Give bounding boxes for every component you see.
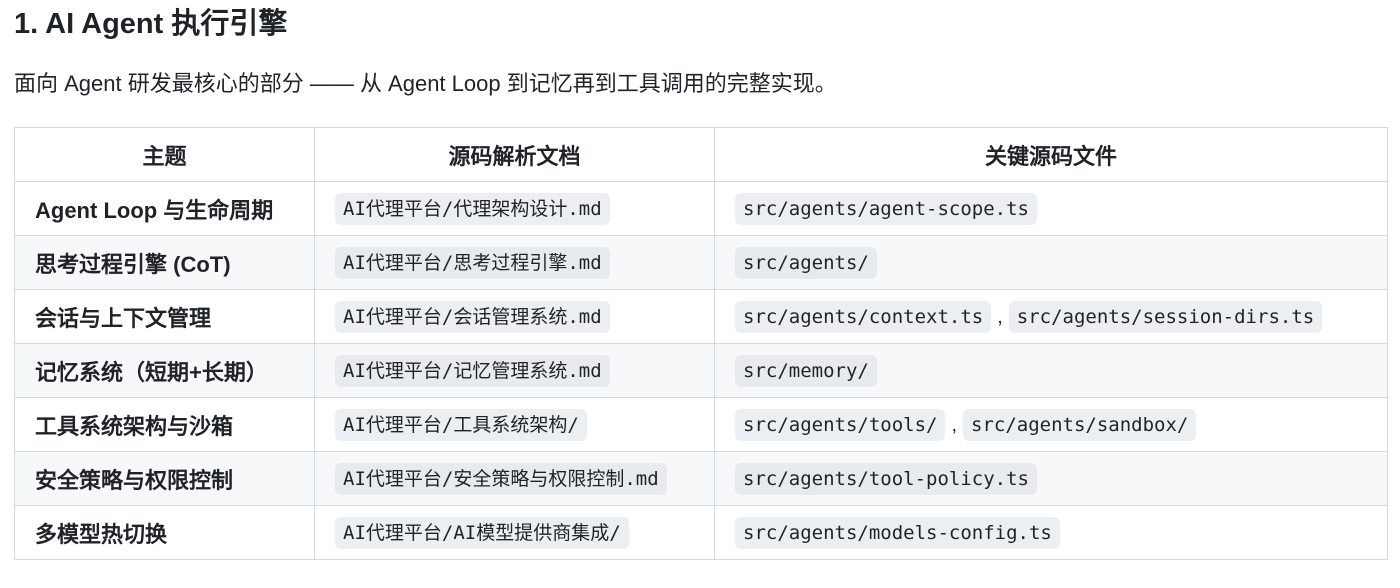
section-lead-paragraph: 面向 Agent 研发最核心的部分 —— 从 Agent Loop 到记忆再到工… <box>14 71 837 96</box>
doc-path-code: AI代理平台/工具系统架构/ <box>335 408 587 441</box>
header-files: 关键源码文件 <box>714 127 1388 182</box>
topic-cell: 会话与上下文管理 <box>14 289 315 344</box>
doc-path-code: AI代理平台/AI模型提供商集成/ <box>335 516 629 549</box>
file-path-code: src/agents/session-dirs.ts <box>1008 300 1323 333</box>
doc-cell: AI代理平台/工具系统架构/ <box>314 397 715 452</box>
doc-cell: AI代理平台/记忆管理系统.md <box>314 343 715 398</box>
table-row: 多模型热切换 AI代理平台/AI模型提供商集成/ src/agents/mode… <box>14 505 1388 560</box>
files-cell: src/agents/tools/,src/agents/sandbox/ <box>714 397 1388 452</box>
doc-cell: AI代理平台/安全策略与权限控制.md <box>314 451 715 506</box>
doc-cell: AI代理平台/AI模型提供商集成/ <box>314 505 715 560</box>
topic-cell: 安全策略与权限控制 <box>14 451 315 506</box>
doc-cell: AI代理平台/代理架构设计.md <box>314 181 715 236</box>
file-path-code: src/agents/ <box>735 246 877 279</box>
topic-cell: 多模型热切换 <box>14 505 315 560</box>
doc-cell: AI代理平台/会话管理系统.md <box>314 289 715 344</box>
topic-cell: Agent Loop 与生命周期 <box>14 181 315 236</box>
file-path-code: src/agents/context.ts <box>735 300 992 333</box>
files-cell: src/agents/models-config.ts <box>714 505 1388 560</box>
file-path-code: src/agents/sandbox/ <box>963 408 1197 441</box>
topic-cell: 记忆系统（短期+长期） <box>14 343 315 398</box>
file-path-code: src/agents/agent-scope.ts <box>735 192 1037 225</box>
source-map-table: 主题 源码解析文档 关键源码文件 Agent Loop 与生命周期 AI代理平台… <box>14 127 1388 560</box>
table-row: 会话与上下文管理 AI代理平台/会话管理系统.md src/agents/con… <box>14 289 1388 344</box>
table-row: 安全策略与权限控制 AI代理平台/安全策略与权限控制.md src/agents… <box>14 451 1388 506</box>
topic-cell: 工具系统架构与沙箱 <box>14 397 315 452</box>
doc-path-code: AI代理平台/思考过程引擎.md <box>335 246 610 279</box>
header-topic: 主题 <box>14 127 315 182</box>
header-doc: 源码解析文档 <box>314 127 715 182</box>
table-header-row: 主题 源码解析文档 关键源码文件 <box>14 127 1388 182</box>
file-separator: , <box>951 413 958 436</box>
doc-cell: AI代理平台/思考过程引擎.md <box>314 235 715 290</box>
files-cell: src/agents/ <box>714 235 1388 290</box>
file-path-code: src/agents/tools/ <box>735 408 946 441</box>
doc-path-code: AI代理平台/记忆管理系统.md <box>335 354 610 387</box>
table-row: Agent Loop 与生命周期 AI代理平台/代理架构设计.md src/ag… <box>14 181 1388 236</box>
table-row: 思考过程引擎 (CoT) AI代理平台/思考过程引擎.md src/agents… <box>14 235 1388 290</box>
files-cell: src/agents/context.ts,src/agents/session… <box>714 289 1388 344</box>
section-heading: 1. AI Agent 执行引擎 <box>14 8 288 40</box>
doc-path-code: AI代理平台/会话管理系统.md <box>335 300 610 333</box>
files-cell: src/agents/agent-scope.ts <box>714 181 1388 236</box>
table-row: 记忆系统（短期+长期） AI代理平台/记忆管理系统.md src/memory/ <box>14 343 1388 398</box>
file-path-code: src/memory/ <box>735 354 877 387</box>
doc-path-code: AI代理平台/代理架构设计.md <box>335 192 610 225</box>
files-cell: src/agents/tool-policy.ts <box>714 451 1388 506</box>
file-path-code: src/agents/tool-policy.ts <box>735 462 1037 495</box>
files-cell: src/memory/ <box>714 343 1388 398</box>
file-path-code: src/agents/models-config.ts <box>735 516 1060 549</box>
table-row: 工具系统架构与沙箱 AI代理平台/工具系统架构/ src/agents/tool… <box>14 397 1388 452</box>
file-separator: , <box>997 305 1003 328</box>
topic-cell: 思考过程引擎 (CoT) <box>14 235 315 290</box>
doc-path-code: AI代理平台/安全策略与权限控制.md <box>335 462 667 495</box>
